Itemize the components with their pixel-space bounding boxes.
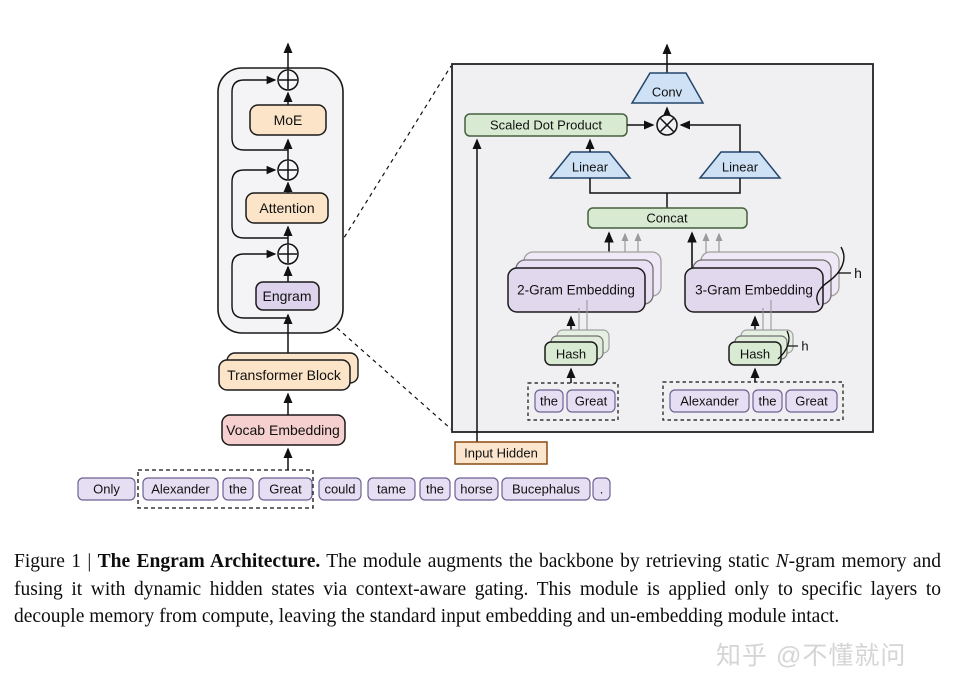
token-label: Alexander — [680, 394, 739, 409]
heads-annotation-grams: h — [816, 246, 862, 306]
vocab-embedding-label: Vocab Embedding — [226, 422, 340, 438]
conv-label: Conv — [652, 85, 683, 100]
moe-block: MoE — [249, 104, 327, 136]
hash-left-stack: Hash — [544, 329, 610, 366]
three-gram-embedding-stack: 3-Gram Embedding — [684, 251, 840, 313]
moe-label: MoE — [274, 112, 303, 128]
linear-to-multiply-arrow — [679, 120, 741, 152]
vocab-embedding-block: Vocab Embedding — [221, 414, 346, 446]
figure-caption: Figure 1 | The Engram Architecture. The … — [14, 548, 941, 631]
figure-caption-label: Figure 1 | — [14, 551, 98, 572]
token-chip: horse — [454, 477, 499, 501]
concat-label: Concat — [646, 211, 688, 226]
transformer-block-label: Transformer Block — [227, 367, 342, 383]
conv-block: Conv — [630, 72, 705, 104]
linear-right-label: Linear — [722, 160, 759, 175]
linear-left-block: Linear — [548, 151, 632, 179]
h-label: h — [801, 339, 808, 354]
watermark: 知乎 @不懂就问 — [716, 642, 907, 670]
token-label: the — [229, 482, 247, 497]
input-hidden-block: Input Hidden — [454, 441, 548, 465]
two-gram-embedding-stack: 2-Gram Embedding — [507, 251, 662, 313]
h-label: h — [854, 265, 862, 281]
token-label: could — [324, 482, 355, 497]
token-chip: Only — [77, 477, 136, 501]
figure-caption-text: -gram memory and fusing it with dynamic … — [14, 551, 941, 627]
residual-skip-loops — [231, 75, 288, 319]
input-hidden-label: Input Hidden — [464, 446, 538, 461]
engram-detail-panel: Conv Scaled Dot Product Linear Linear — [451, 43, 874, 433]
token-chip: Alexander — [142, 477, 219, 501]
multiply-icon — [656, 114, 678, 136]
two-gram-label: 2-Gram Embedding — [517, 283, 635, 298]
token-chip: the — [222, 477, 254, 501]
token-label: Great — [575, 394, 608, 409]
token-label: the — [758, 394, 776, 409]
linear-right-block: Linear — [698, 151, 782, 179]
two-gram-token-group: the Great — [527, 367, 619, 421]
residual-add-icon — [277, 69, 299, 265]
token-chip: Bucephalus — [501, 477, 591, 501]
token-label: the — [426, 482, 444, 497]
ngram-window-outline — [137, 469, 314, 509]
token-label: Bucephalus — [512, 482, 580, 497]
token-label: the — [540, 394, 558, 409]
figure-caption-text: The module augments the backbone by retr… — [320, 551, 776, 572]
engram-label: Engram — [262, 288, 311, 304]
token-chip: Great — [258, 477, 313, 501]
hash-right-label: Hash — [740, 347, 770, 362]
figure-caption-title: The Engram Architecture. — [97, 551, 321, 572]
three-gram-token-group: Alexander the Great — [662, 367, 844, 421]
hash-right-stack: Hash — [728, 329, 794, 366]
scaled-dot-product-block: Scaled Dot Product — [464, 113, 628, 137]
linear-left-label: Linear — [572, 160, 609, 175]
token-chip: the — [419, 477, 451, 501]
token-label: . — [600, 482, 604, 497]
three-gram-label: 3-Gram Embedding — [695, 283, 813, 298]
attention-block: Attention — [245, 192, 329, 224]
token-label: Great — [795, 394, 828, 409]
token-label: Great — [269, 482, 302, 497]
hash-left-label: Hash — [556, 347, 586, 362]
token-chip: could — [318, 477, 362, 501]
scaled-dot-product-label: Scaled Dot Product — [490, 118, 602, 133]
token-label: tame — [377, 482, 406, 497]
figure-canvas: MoE Attention Engram Transformer Block V… — [77, 42, 874, 509]
backbone-diagram: MoE Attention Engram Transformer Block V… — [217, 42, 359, 470]
concat-block: Concat — [587, 207, 748, 229]
transformer-block: Transformer Block — [218, 352, 359, 391]
concat-split-connector — [589, 178, 741, 208]
input-token-row: Only Alexander the Great could tame the — [77, 469, 611, 509]
token-chip: tame — [367, 477, 416, 501]
token-label: Alexander — [151, 482, 210, 497]
engram-block: Engram — [255, 281, 320, 311]
token-label: Only — [93, 482, 120, 497]
attention-label: Attention — [259, 200, 314, 216]
token-label: horse — [460, 482, 493, 497]
token-chip: . — [592, 477, 611, 501]
heads-annotation-hash: h — [777, 330, 809, 360]
figure-caption-n: N — [775, 551, 789, 572]
